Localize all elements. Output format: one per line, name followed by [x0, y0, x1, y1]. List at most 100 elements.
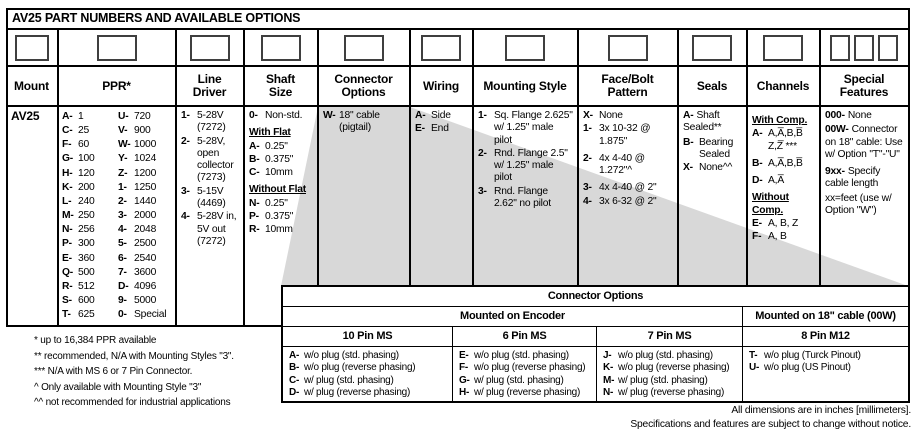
footnote: ** recommended, N/A with Mounting Styles…	[34, 350, 234, 362]
option-item: P-0.375"	[249, 211, 294, 223]
connector-options-cell: W-18" cable (pigtail)	[323, 110, 405, 136]
option-item: B-Bearing Sealed	[683, 136, 734, 160]
boxcell-face-bolt	[578, 30, 677, 65]
option-item: A-0.25"	[249, 140, 288, 152]
option-item: E-360	[62, 252, 95, 264]
part-number-box	[854, 34, 874, 61]
title-divider	[6, 28, 910, 30]
part-number-box	[14, 34, 49, 61]
line-driver-options: 1-5-28V (7272)2-5-28V, open collector (7…	[181, 110, 240, 249]
pin-header-10-pin-ms: 10 Pin MS	[342, 330, 393, 342]
option-item: C-25	[62, 125, 90, 137]
option-item: 4-2048	[118, 224, 157, 236]
option-item: M-w/ plug (std. phasing)	[603, 374, 708, 386]
option-item: E-w/o plug (std. phasing)	[459, 350, 569, 361]
col-divider	[175, 29, 177, 327]
column-header-connector-options: Connector Options	[334, 72, 393, 99]
footnote: * up to 16,384 PPR available	[34, 335, 157, 346]
option-item: 3-4x 4-40 @ 2"	[583, 182, 657, 194]
column-header-shaft-size: Shaft Size	[265, 72, 295, 99]
option-item: A-Side	[415, 110, 451, 121]
part-number-box	[260, 34, 301, 61]
table-border-left	[6, 8, 8, 327]
notice-specifications: Specifications and features are subject …	[630, 419, 911, 430]
option-item: W-1000	[118, 139, 157, 151]
option-item: Z-1200	[118, 167, 157, 179]
group-mounted-on-encoder: Mounted on Encoder	[460, 310, 565, 322]
option-item: Y-1024	[118, 153, 157, 165]
option-item: G-100	[62, 153, 95, 165]
column-header-mounting-style: Mounting Style	[483, 78, 567, 93]
option-item: X-None	[583, 110, 623, 121]
options-7-pin-ms: J-w/o plug (std. phasing)K-w/o plug (rev…	[596, 347, 742, 402]
option-item: 3-5-15V (4469)	[181, 185, 226, 210]
boxcell-line-driver	[176, 30, 243, 65]
option-item: E-A, B, Z	[752, 218, 799, 230]
column-header-seals: Seals	[696, 78, 728, 93]
boxcell-connector	[318, 30, 409, 65]
option-item: 2-5-28V, open collector (7273)	[181, 135, 234, 184]
footnotes: * up to 16,384 PPR available ** recommen…	[34, 335, 284, 413]
option-item: N-256	[62, 224, 95, 236]
option-item: A-1	[62, 111, 84, 122]
option-item: D-w/ plug (reverse phasing)	[289, 387, 411, 399]
option-item: 0-Non-std.	[249, 110, 303, 121]
option-item: U-w/o plug (US Pinout)	[749, 362, 851, 374]
option-item: 5-2500	[118, 238, 157, 250]
option-item: 1-5-28V (7272)	[181, 110, 226, 134]
table-border-bottom-left	[6, 325, 283, 327]
header-divider	[6, 105, 910, 107]
col-divider	[819, 29, 821, 287]
table-border-right	[908, 8, 910, 287]
option-group-heading: With Flat	[249, 127, 291, 139]
column-header-wiring: Wiring	[422, 78, 460, 93]
option-item: T-w/o plug (Turck Pinout)	[749, 350, 861, 361]
option-item: G-w/ plug (std. phasing)	[459, 374, 564, 386]
option-item: 3-2000	[118, 210, 157, 222]
col-divider	[57, 29, 59, 327]
boxcell-wiring	[410, 30, 472, 65]
option-item: 1-3x 10-32 @ 1.875"	[583, 123, 651, 147]
option-item: 3-Rnd. Flange 2.62" no pilot	[478, 185, 551, 210]
subtable-pin-headers: 10 Pin MS 6 Pin MS 7 Pin MS 8 Pin M12	[283, 327, 908, 347]
option-item: 0-Special	[118, 309, 167, 321]
part-number-box	[96, 34, 137, 61]
option-item: T-625	[62, 309, 95, 321]
part-number-box	[830, 34, 850, 61]
notice-dimensions: All dimensions are in inches [millimeter…	[731, 405, 911, 416]
face-bolt-options: X-None 1-3x 10-32 @ 1.875" 2-4x 4-40 @ 1.2…	[583, 110, 673, 209]
col-divider	[677, 29, 679, 287]
option-item: W-18" cable (pigtail)	[323, 110, 380, 134]
option-item: 000-None	[825, 110, 872, 121]
part-number-box	[505, 34, 545, 61]
option-item: D-A,A̅	[752, 175, 784, 187]
part-number-box	[343, 34, 384, 61]
option-item: 2-4x 4-40 @ 1.272"^	[583, 152, 645, 177]
column-header-mount: Mount	[14, 78, 49, 93]
part-number-box	[189, 34, 230, 61]
option-item: X-None^^	[683, 162, 733, 174]
part-number-box	[421, 34, 461, 61]
boxcell-seals	[678, 30, 746, 65]
table-title: AV25 PART NUMBERS AND AVAILABLE OPTIONS	[12, 11, 301, 25]
mount-value: AV25	[11, 109, 40, 123]
option-item: F-A, B	[752, 231, 787, 243]
boxcell-ppr	[58, 30, 175, 65]
option-item: Q-500	[62, 266, 95, 278]
col-divider	[577, 29, 579, 287]
option-item: M-250	[62, 210, 95, 222]
boxcell-special	[820, 30, 908, 65]
option-item: R-512	[62, 280, 95, 292]
option-item: R-10mm	[249, 224, 293, 236]
option-item: A-w/o plug (std. phasing)	[289, 350, 399, 361]
table-border-top	[6, 8, 910, 10]
boxcell-mounting	[473, 30, 577, 65]
option-item: V-900	[118, 125, 151, 137]
option-item: K-200	[62, 181, 95, 193]
group-mounted-on-cable: Mounted on 18" cable (00W)	[742, 307, 908, 326]
option-item: 6-2540	[118, 252, 157, 264]
